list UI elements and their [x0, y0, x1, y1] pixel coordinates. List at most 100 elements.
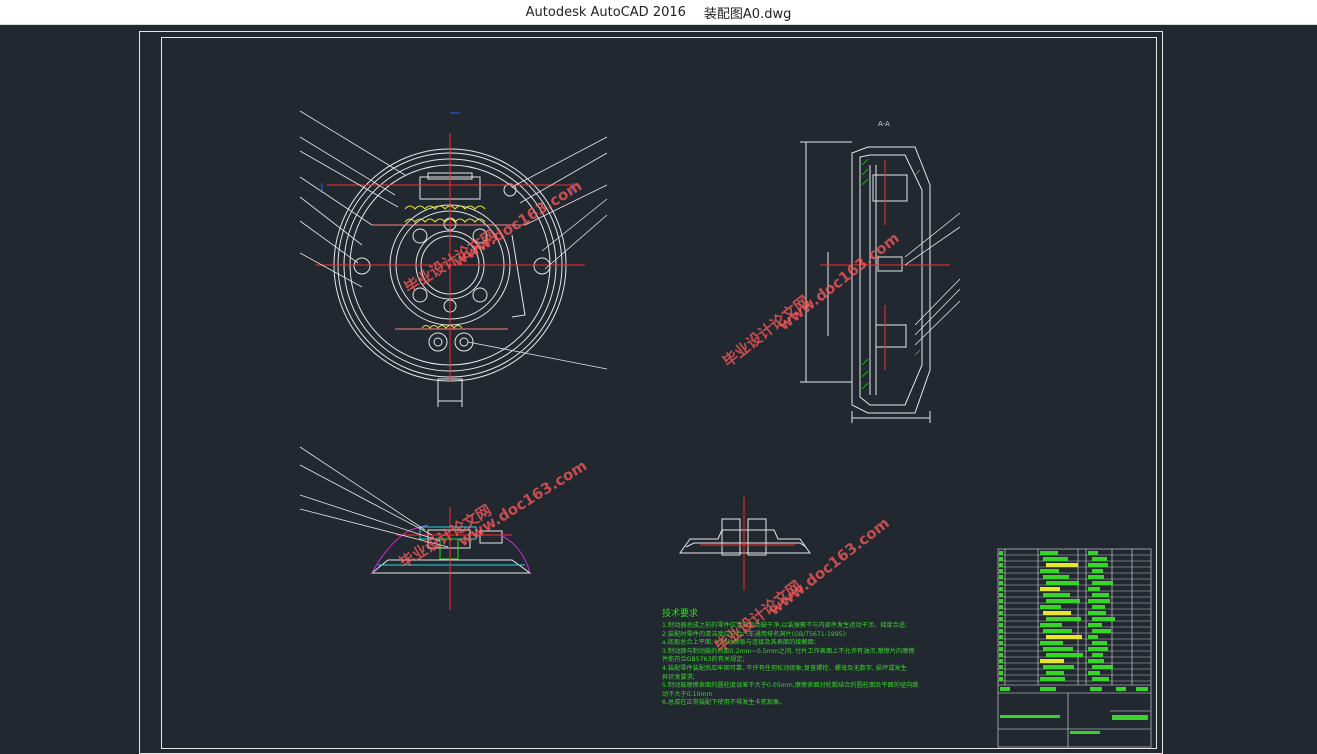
parts-list-cell-fill	[999, 671, 1003, 675]
parts-list-cell-fill	[1046, 563, 1078, 567]
drawing-canvas[interactable]: A-A 技术要求 1.制动器总成之前的零件应清洁制动鼓干净,以装弹簧不与内部件发…	[0, 25, 1317, 754]
tech-requirements-line: 异状发要求;	[662, 673, 696, 681]
parts-list-cell-fill	[1088, 659, 1104, 663]
parts-list-cell-fill	[1092, 665, 1113, 669]
parts-list-cell-fill	[999, 635, 1003, 639]
parts-list-cell-fill	[1040, 551, 1058, 555]
parts-list-cell-fill	[999, 581, 1003, 585]
parts-list-cell-fill	[999, 575, 1003, 579]
parts-list-cell-fill	[999, 563, 1003, 567]
parts-list-cell-fill	[999, 569, 1003, 573]
tech-requirements-line: a.底板总合上平面; b.制动蹄板与连接及其表面的接触面;	[662, 639, 816, 647]
parts-list-cell-fill	[1040, 659, 1064, 663]
parts-list-cell-fill	[999, 623, 1003, 627]
section-label: A-A	[878, 120, 890, 128]
parts-list-cell-fill	[1043, 575, 1069, 579]
front-view-centerlines	[315, 133, 585, 381]
detail-view	[679, 518, 811, 556]
file-name: 装配图A0.dwg	[703, 6, 792, 22]
parts-list-cell-fill	[1092, 617, 1115, 621]
tech-requirements-title: 技术要求	[662, 609, 699, 619]
parts-list-cell-fill	[1046, 581, 1079, 585]
parts-list-cell-fill	[999, 587, 1003, 591]
parts-list-cell-fill	[999, 641, 1003, 645]
parts-list-cell-fill	[1092, 653, 1103, 657]
section-view-hatch	[861, 158, 921, 390]
parts-list-cell-fill	[999, 557, 1003, 561]
parts-list-cell-fill	[1092, 677, 1109, 681]
parts-list-cell-fill	[1043, 593, 1070, 597]
parts-list-cell-fill	[1092, 605, 1105, 609]
front-view-springs	[404, 205, 486, 329]
section-view	[800, 141, 931, 423]
parts-list-cell-fill	[999, 629, 1003, 633]
parts-list-cell-fill	[1088, 671, 1100, 675]
parts-list-cell-fill	[1088, 575, 1104, 579]
parts-list-cell-fill	[1040, 623, 1062, 627]
parts-list-cell-fill	[1043, 647, 1073, 651]
app-name: Autodesk AutoCAD 2016	[525, 4, 686, 20]
parts-list-cell-fill	[999, 593, 1003, 597]
parts-list-cell-fill	[1046, 671, 1064, 675]
tech-requirements-line: 6.总成在正常装配下使用不得发生卡死现象。	[662, 699, 786, 707]
parts-list-cell-fill	[1088, 587, 1100, 591]
window-titlebar: Autodesk AutoCAD 2016 装配图A0.dwg	[0, 0, 1317, 25]
parts-list-cell-fill	[1092, 629, 1111, 633]
parts-list-cell-fill	[1043, 665, 1074, 669]
parts-list-cell-fill	[1088, 563, 1108, 567]
parts-list-cell-fill	[999, 653, 1003, 657]
tech-requirements-line: 3.制动蹄与制动鼓的间距0.2mm~0.5mm之间, 付片工作表面上不允许有油污…	[662, 647, 915, 655]
parts-list-cell-fill	[1040, 569, 1059, 573]
parts-list-cell-fill	[999, 665, 1003, 669]
cad-drawing	[299, 110, 1152, 748]
title-block-fill	[1136, 687, 1148, 691]
parts-list-cell-fill	[999, 599, 1003, 603]
parts-list-cell-fill	[1043, 611, 1071, 615]
parts-list-cell-fill	[1040, 641, 1063, 645]
tech-requirements-line: 5.制动鼓摩擦表面的圆柱度误差不大于0.05mm,摩擦表面对轮毂结合的圆柱面及平…	[662, 682, 919, 690]
partial-view-color	[371, 524, 531, 574]
parts-list-cell-fill	[1040, 587, 1060, 591]
tech-requirements-line: 4.装配零件装配后应牢固可靠, 不许有任何松动现象;复查螺栓、螺母及无数字, 损…	[662, 664, 907, 672]
parts-list-cell-fill	[1088, 647, 1108, 651]
title-block-fill	[1040, 687, 1056, 691]
parts-list-cell-fill	[999, 647, 1003, 651]
title-block-fill	[1116, 687, 1126, 691]
parts-list-cell-fill	[1088, 611, 1106, 615]
title-block-fill	[1090, 687, 1102, 691]
tech-requirements-line: 2.装配时零件的清洁度应符合汽车通用排名洞片(GB/T5671-1995):	[662, 630, 848, 638]
parts-list-cell-fill	[999, 611, 1003, 615]
title-block-fill	[1112, 715, 1148, 720]
parts-list-cell-fill	[1043, 629, 1072, 633]
partial-view-centerlines	[396, 507, 512, 610]
parts-list-cell-fill	[1092, 557, 1107, 561]
tech-requirements-line: 1.制动器总成之前的零件应清洁制动鼓干净,以装弹簧不与内部件发生运动干涉。摇度合…	[662, 622, 908, 629]
parts-list-cell-fill	[999, 659, 1003, 663]
tech-requirements-line: 件能符合GB5763的有关规定;	[662, 656, 745, 664]
parts-list-cell-fill	[1092, 593, 1109, 597]
parts-list	[997, 548, 1152, 748]
parts-list-cell-fill	[999, 677, 1003, 681]
partial-view-leaders	[299, 446, 449, 548]
parts-list-cell-fill	[999, 551, 1003, 555]
parts-list-cell-fill	[1092, 569, 1103, 573]
title-block-fill	[1000, 687, 1010, 691]
sheet-inner-border	[161, 37, 1157, 749]
parts-list-cell-fill	[1088, 551, 1098, 555]
parts-list-cell-fill	[1046, 617, 1081, 621]
section-view-leaders	[904, 212, 961, 346]
parts-list-cell-fill	[1088, 599, 1110, 603]
parts-list-cell-fill	[999, 605, 1003, 609]
title-block-fill	[1070, 731, 1100, 734]
parts-list-cell-fill	[1088, 635, 1098, 639]
parts-list-cell-fill	[1092, 581, 1113, 585]
parts-list-cell-fill	[1088, 623, 1102, 627]
parts-list-cell-fill	[1040, 677, 1065, 681]
tech-requirements: 技术要求 1.制动器总成之前的零件应清洁制动鼓干净,以装弹簧不与内部件发生运动干…	[662, 606, 972, 708]
tech-requirements-line: 动不大于0.10mm	[662, 690, 713, 698]
title-block-fill	[1000, 715, 1060, 718]
parts-list-cell-fill	[1046, 599, 1080, 603]
parts-list-fill	[999, 551, 1148, 734]
parts-list-cell-fill	[1046, 635, 1082, 639]
section-view-centerlines	[820, 160, 950, 370]
